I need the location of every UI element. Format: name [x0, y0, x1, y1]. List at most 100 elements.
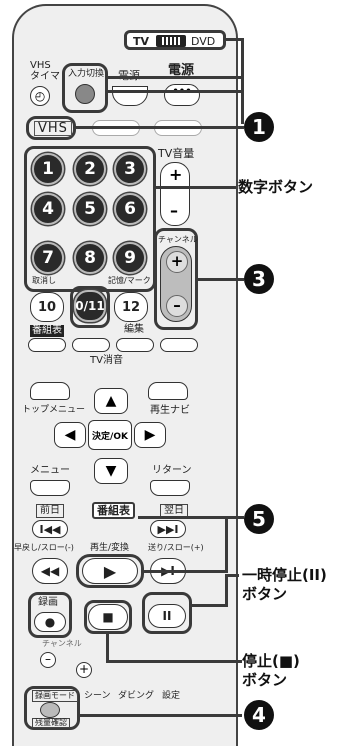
cancel-label: 取消し — [32, 276, 56, 285]
volume-minus-icon[interactable]: – — [170, 201, 178, 220]
pause-callout-vert — [225, 574, 228, 607]
stop-callout-vert — [106, 634, 109, 662]
switch-slider[interactable] — [156, 35, 186, 47]
stop-icon: ■ — [102, 610, 114, 624]
right-button[interactable]: ▶ — [134, 422, 166, 448]
play-convert-label: 再生/変換 — [90, 543, 130, 553]
timer-button[interactable]: ◴ — [30, 86, 50, 106]
scene-label: シーン — [84, 691, 111, 701]
return-label: リターン — [152, 465, 192, 476]
vhs-highlight — [26, 116, 76, 140]
vhs-callout-line — [76, 126, 244, 129]
skip-back-icon: I◀◀ — [39, 522, 61, 536]
pause-highlight — [142, 592, 192, 634]
digit-3-button[interactable]: 3 — [114, 153, 146, 185]
badge-1: 1 — [244, 112, 274, 142]
skip-back-button[interactable]: I◀◀ — [32, 520, 68, 538]
channel-rocker[interactable]: + – — [160, 246, 192, 322]
digit-2-button[interactable]: 2 — [74, 153, 106, 185]
prev-day-label: 前日 — [36, 504, 64, 518]
pause-callout-line — [190, 604, 228, 607]
skip-forward-button[interactable]: ▶▶I — [150, 520, 186, 538]
guide2-label: 番組表 — [92, 502, 135, 519]
blank-button-4[interactable] — [160, 338, 198, 352]
power-top-label: 電源 — [168, 63, 195, 78]
channel-plus-icon[interactable]: + — [166, 251, 188, 273]
vhs-timer-label: VHS タイマ — [30, 60, 60, 82]
volume-plus-icon[interactable]: + — [169, 165, 183, 184]
top-menu-label: トップメニュー — [22, 405, 86, 415]
pause-button[interactable]: II — [148, 604, 186, 628]
channel-small-minus-button[interactable]: – — [40, 652, 56, 668]
guide2-callout-line — [138, 516, 244, 519]
volume-rocker[interactable]: + – — [160, 162, 190, 226]
menu-button[interactable] — [30, 480, 70, 496]
digit-9-button[interactable]: 9 — [114, 242, 146, 274]
rewind-slow-label: 早戻し/スロー(-) — [14, 543, 74, 552]
return-button[interactable] — [150, 480, 190, 496]
pause-callout-h2 — [225, 574, 239, 577]
play-highlight — [76, 554, 144, 588]
tv-dvd-switch[interactable]: TV DVD — [124, 30, 226, 50]
enter-label: 決定/OK — [92, 431, 128, 442]
stop-highlight — [84, 600, 132, 634]
settings-label: 設定 — [162, 691, 181, 701]
blank-button-2[interactable] — [72, 338, 110, 352]
rec-mode-callout-line — [80, 714, 242, 717]
ch-callout-line — [198, 278, 244, 281]
power-left-button[interactable] — [112, 86, 148, 106]
channel-small-label: チャンネル — [42, 639, 82, 648]
input-switch-label: 入力切換 — [68, 69, 105, 79]
stop-callout-line — [106, 660, 242, 663]
input-switch-button[interactable] — [75, 84, 95, 104]
rec-mode-label: 録画モード — [32, 690, 78, 702]
badge-5: 5 — [244, 504, 274, 534]
digit-12-button[interactable]: 12 — [114, 292, 148, 322]
stop-button-annotation: 停止(■) ボタン — [242, 652, 300, 689]
edit-button[interactable] — [116, 338, 154, 352]
down-button[interactable]: ▼ — [94, 458, 128, 484]
record-button[interactable]: ● — [34, 612, 66, 632]
zero-eleven-highlight — [70, 286, 110, 328]
digit-4-button[interactable]: 4 — [32, 193, 64, 225]
channel-small-plus-button[interactable]: + — [76, 662, 92, 678]
memory-mark-label: 記憶/マーク — [108, 276, 151, 285]
digit-8-button[interactable]: 8 — [74, 242, 106, 274]
rewind-button[interactable]: ◀◀ — [32, 558, 68, 584]
record-icon: ● — [44, 615, 56, 629]
remaining-label: 残量確認 — [32, 718, 70, 728]
digit-7-button[interactable]: 7 — [32, 242, 64, 274]
digit-1-button[interactable]: 1 — [32, 153, 64, 185]
down-arrow-icon: ▼ — [105, 463, 117, 479]
menu-label: メニュー — [30, 465, 70, 476]
badge-4: 4 — [244, 700, 274, 730]
play-navi-button[interactable] — [148, 382, 188, 400]
digit-6-button[interactable]: 6 — [114, 193, 146, 225]
left-arrow-icon: ◀ — [64, 427, 76, 443]
left-button[interactable]: ◀ — [54, 422, 86, 448]
input-callout-line-1 — [108, 76, 244, 79]
record-label: 録画 — [38, 597, 58, 608]
power-button[interactable]: ••• — [164, 84, 200, 106]
stop-button[interactable]: ■ — [88, 604, 128, 630]
num-callout-line — [156, 186, 236, 189]
channel-minus-icon[interactable]: – — [166, 295, 188, 317]
channel-label: チャンネル — [158, 235, 198, 244]
play-button[interactable]: ▶ — [82, 558, 138, 584]
guide-button[interactable] — [28, 338, 66, 352]
switch-callout-line-vert — [241, 38, 244, 124]
vhs-label[interactable]: VHS — [34, 121, 72, 136]
num-buttons-annotation: 数字ボタン — [238, 178, 314, 196]
up-button[interactable]: ▲ — [94, 388, 128, 414]
digit-0-11-button[interactable]: 0/11 — [74, 290, 106, 322]
play-navi-label: 再生ナビ — [150, 405, 190, 416]
channel-highlight — [154, 228, 198, 330]
digit-10-button[interactable]: 10 — [30, 292, 64, 322]
digit-5-button[interactable]: 5 — [74, 193, 106, 225]
enter-button[interactable]: 決定/OK — [88, 420, 132, 450]
tv-mute-label: TV消音 — [90, 355, 123, 366]
guide-label: 番組表 — [30, 325, 64, 337]
badge-3: 3 — [244, 264, 274, 294]
rec-mode-button[interactable] — [40, 702, 60, 718]
top-menu-button[interactable] — [30, 382, 70, 400]
